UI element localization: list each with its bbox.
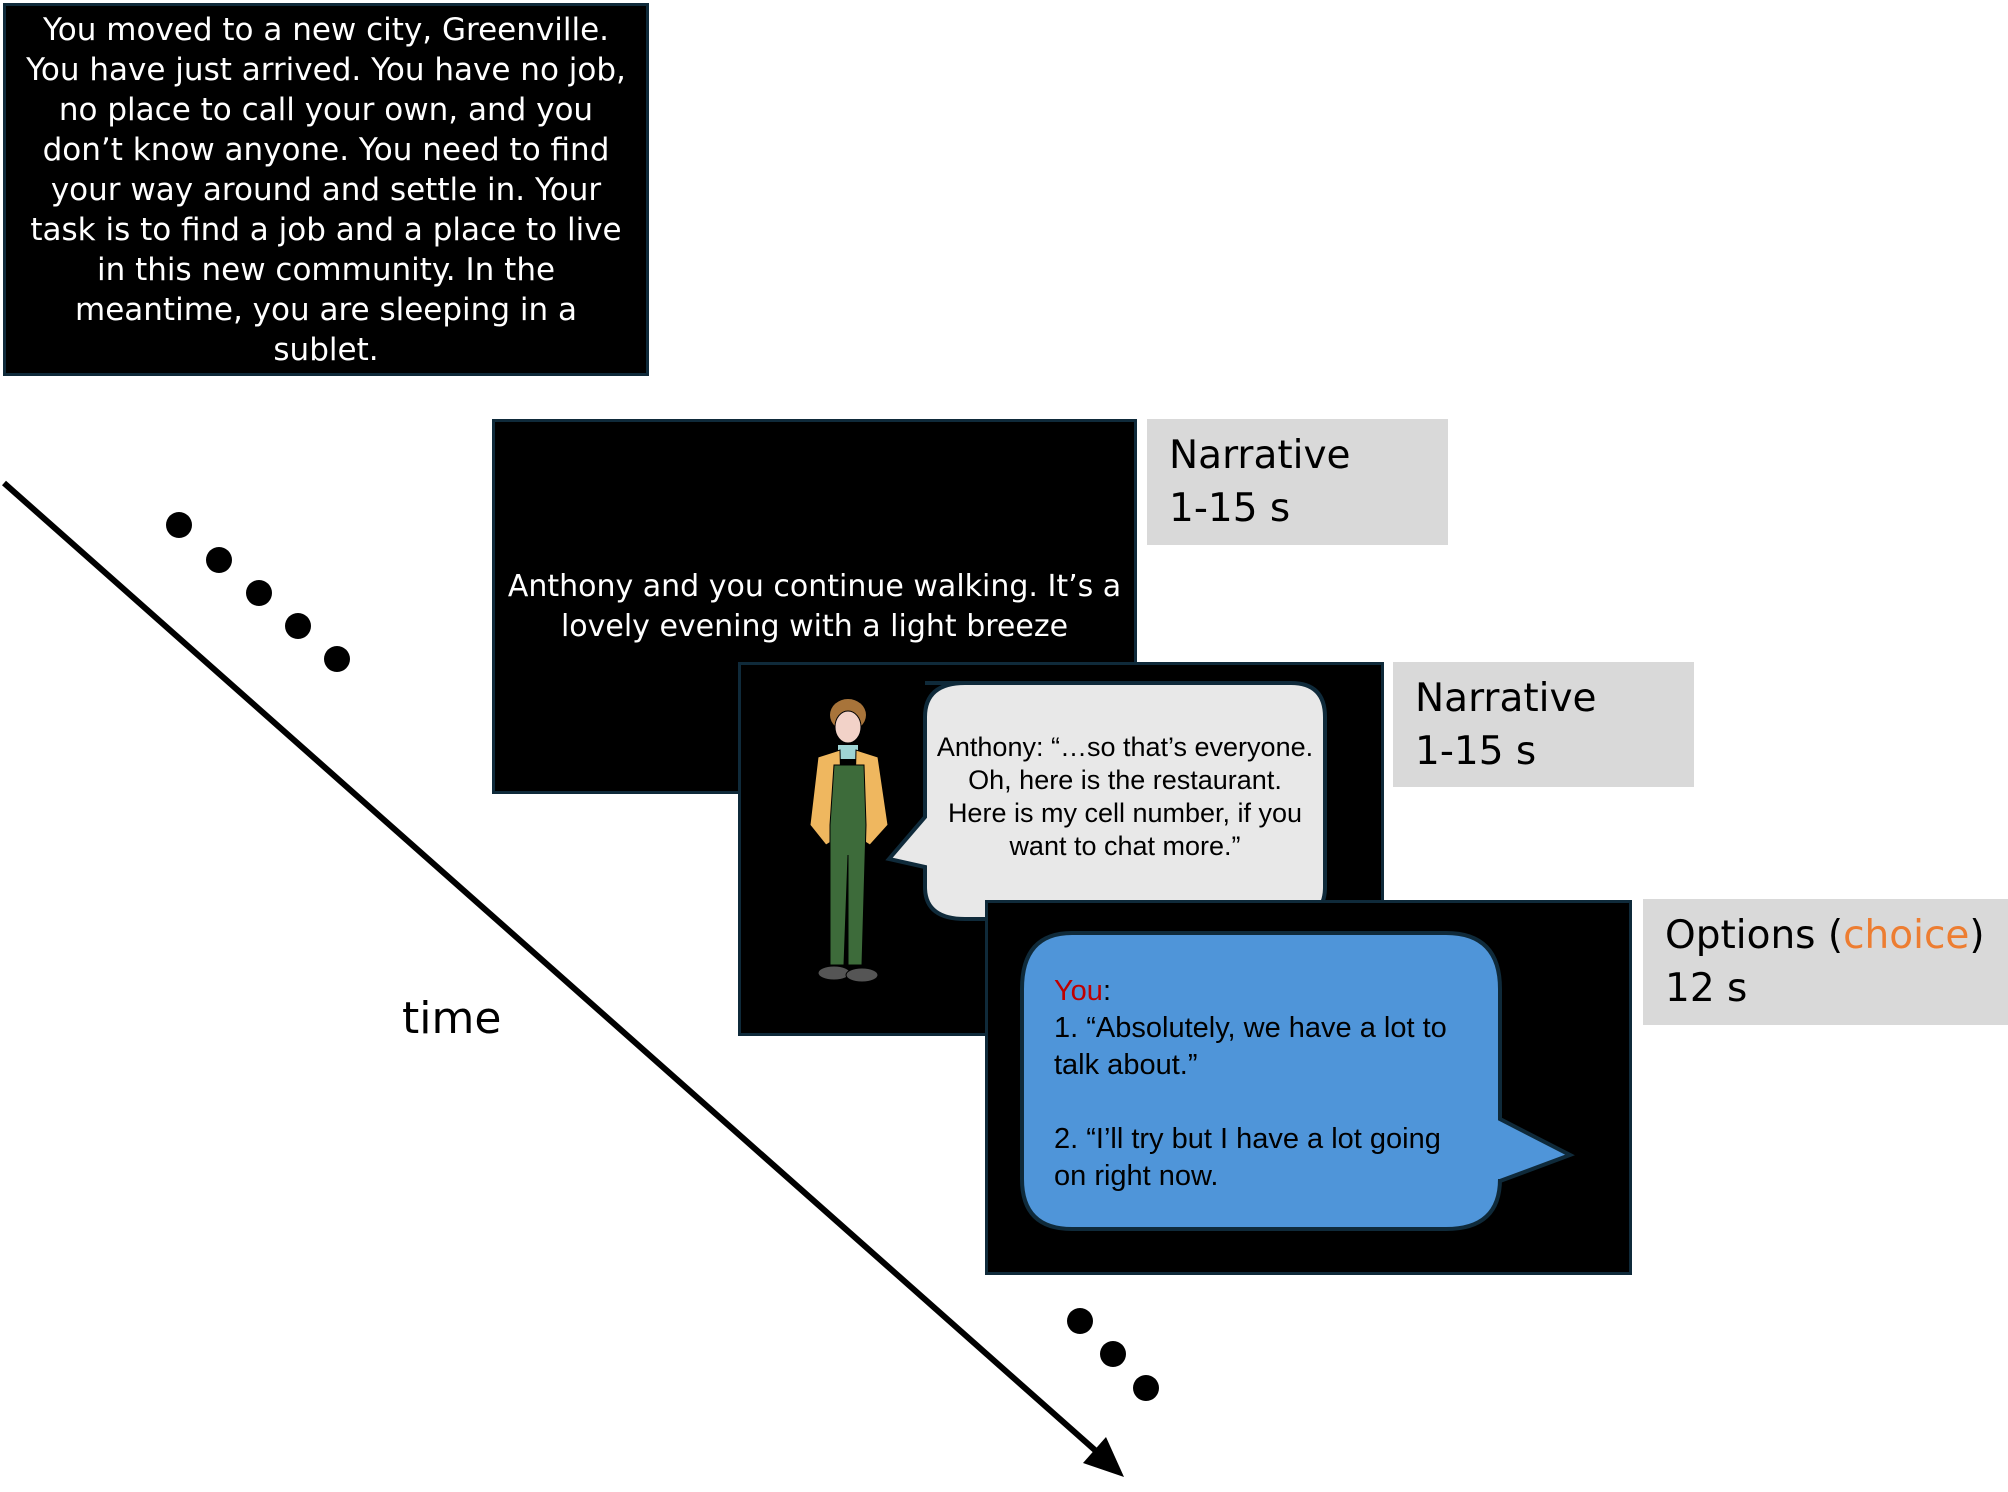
label-choice: choice bbox=[1843, 913, 1970, 958]
phase-duration: 1-15 s bbox=[1415, 729, 1537, 774]
narrative-text: Anthony and you continue walking. It’s a… bbox=[507, 569, 1122, 644]
label-prefix: Options ( bbox=[1665, 913, 1844, 958]
speech-line: Anthony: “…so that’s everyone. bbox=[936, 732, 1314, 762]
anthony-speech-text: Anthony: “…so that’s everyone. Oh, here … bbox=[925, 731, 1325, 863]
phase-label-options: Options (choice) 12 s bbox=[1643, 899, 2008, 1025]
phase-name: Options (choice) bbox=[1665, 909, 1986, 962]
option-1[interactable]: 1. “Absolutely, we have a lot to talk ab… bbox=[1054, 1010, 1484, 1084]
phase-duration: 12 s bbox=[1665, 966, 1748, 1011]
option-2[interactable]: 2. “I’ll try but I have a lot going on r… bbox=[1054, 1121, 1484, 1195]
phase-name: Narrative bbox=[1169, 433, 1351, 478]
ellipsis-dots-lower bbox=[1067, 1308, 1159, 1401]
intro-text: You moved to a new city, Greenville. You… bbox=[26, 11, 626, 368]
phase-label-narrative-1: Narrative 1-15 s bbox=[1147, 419, 1448, 545]
time-arrow-line bbox=[2, 480, 1107, 1462]
speech-line: want to chat more.” bbox=[1009, 831, 1241, 861]
speaker-colon: : bbox=[1102, 975, 1111, 1007]
phase-duration: 1-15 s bbox=[1169, 486, 1291, 531]
phase-name: Narrative bbox=[1415, 676, 1597, 721]
speech-bubble-anthony bbox=[885, 681, 1327, 921]
option-line: talk about.” bbox=[1054, 1049, 1198, 1081]
options-screen: You: 1. “Absolutely, we have a lot to ta… bbox=[985, 900, 1632, 1275]
time-arrow-head bbox=[1083, 1437, 1124, 1477]
speech-bubble-you bbox=[1020, 931, 1575, 1231]
option-line: 2. “I’ll try but I have a lot going bbox=[1054, 1123, 1441, 1155]
label-suffix: ) bbox=[1969, 913, 1985, 958]
time-axis-label: time bbox=[402, 993, 502, 1044]
speaker-you: You bbox=[1054, 975, 1103, 1007]
option-line: 1. “Absolutely, we have a lot to bbox=[1054, 1012, 1447, 1044]
character-anthony-illustration bbox=[809, 699, 889, 983]
speech-line: Oh, here is the restaurant. bbox=[968, 765, 1282, 795]
speech-line: Here is my cell number, if you bbox=[947, 798, 1303, 828]
response-options: You: 1. “Absolutely, we have a lot to ta… bbox=[1054, 973, 1484, 1195]
option-line: on right now. bbox=[1054, 1160, 1219, 1192]
ellipsis-dots-upper bbox=[166, 512, 350, 672]
phase-label-narrative-2: Narrative 1-15 s bbox=[1393, 662, 1694, 787]
intro-instruction-box: You moved to a new city, Greenville. You… bbox=[3, 3, 649, 376]
